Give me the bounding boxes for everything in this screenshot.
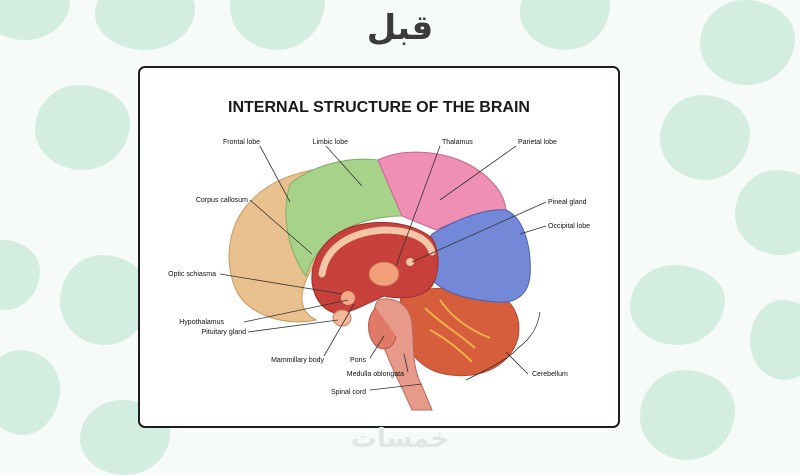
- hypothalamus-region: [341, 291, 355, 305]
- diagram-labels: Frontal lobe Limbic lobe Thalamus Pariet…: [168, 139, 590, 396]
- pineal-region: [406, 258, 414, 266]
- label-pons: Pons: [350, 357, 366, 364]
- bg-blob: [60, 255, 150, 345]
- label-limbic-lobe: Limbic lobe: [313, 139, 349, 146]
- brain-diagram: INTERNAL STRUCTURE OF THE BRAIN: [168, 99, 590, 411]
- bg-blob: [640, 370, 735, 460]
- bg-blob: [735, 170, 800, 255]
- bg-blob: [35, 85, 130, 170]
- label-corpus-callosum: Corpus callosum: [196, 197, 248, 204]
- thalamus-region: [368, 261, 400, 287]
- label-parietal-lobe: Parietal lobe: [518, 139, 557, 146]
- label-cerebellum: Cerebellum: [532, 371, 568, 378]
- watermark: خمسات: [350, 424, 450, 454]
- diagram-title: INTERNAL STRUCTURE OF THE BRAIN: [228, 99, 530, 116]
- diagram-card: INTERNAL STRUCTURE OF THE BRAIN: [138, 66, 620, 428]
- label-occipital-lobe: Occipital lobe: [548, 223, 590, 230]
- label-spinal-cord: Spinal cord: [331, 389, 366, 396]
- pituitary-region: [332, 309, 352, 327]
- bg-blob: [700, 0, 795, 85]
- page-heading: قبل: [366, 8, 434, 48]
- pons-bulge: [368, 307, 397, 350]
- bg-blob: [660, 95, 750, 180]
- label-pituitary-gland: Pituitary gland: [202, 329, 246, 336]
- label-medulla-oblongata: Medulla oblongata: [347, 371, 404, 378]
- brain-illustration: [228, 151, 531, 411]
- leader-lines: [219, 145, 547, 391]
- label-mammillary-body: Mammillary body: [271, 357, 324, 364]
- bg-blob: [630, 265, 725, 345]
- bg-blob: [0, 350, 60, 435]
- cerebellum-folds: [424, 299, 491, 363]
- corpus-callosum-arc: [318, 226, 436, 278]
- label-optic-chiasma: Optic schiasma: [168, 271, 216, 278]
- label-pineal-gland: Pineal gland: [548, 199, 587, 206]
- label-frontal-lobe: Frontal lobe: [223, 139, 260, 146]
- label-hypothalamus: Hypothalamus: [179, 319, 224, 326]
- bg-blob: [0, 240, 40, 310]
- bg-blob: [750, 300, 800, 380]
- label-thalamus: Thalamus: [442, 139, 473, 146]
